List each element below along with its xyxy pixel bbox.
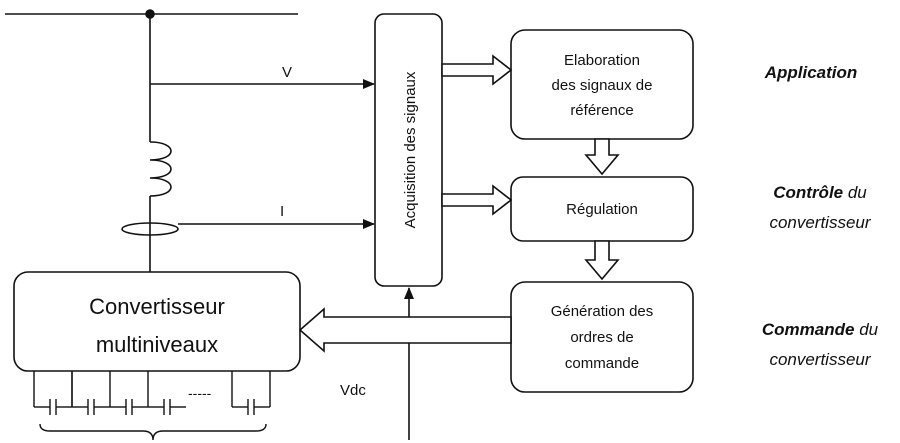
regulation-label: Régulation: [566, 201, 638, 218]
current-sensor: [121, 222, 179, 236]
acquisition-block: [374, 13, 443, 287]
control-line2: convertisseur: [769, 213, 871, 232]
control-rest: du: [843, 183, 867, 202]
acquisition-to-regulation-arrow: [441, 184, 513, 216]
command-emph: Commande: [761, 320, 855, 339]
voltage-label: V: [282, 64, 292, 81]
capacitor-brace: [39, 423, 267, 441]
command-label: Commande du convertisseur: [740, 315, 900, 375]
generation-label-line2: ordres de: [570, 329, 633, 346]
command-line2: convertisseur: [769, 350, 871, 369]
reference-label-line1: Elaboration: [564, 52, 640, 69]
dc-voltage-label: Vdc: [340, 382, 366, 399]
command-to-converter-arrow: [298, 307, 512, 353]
reference-to-regulation-arrow: [584, 138, 620, 176]
current-label: I: [280, 203, 284, 220]
acquisition-label: Acquisition des signaux: [402, 71, 419, 228]
command-rest: du: [854, 320, 879, 339]
generation-label-line3: commande: [565, 355, 639, 372]
regulation-to-generation-arrow: [584, 240, 620, 281]
acquisition-to-reference-arrow: [441, 54, 513, 86]
capacitor-bank: [33, 371, 271, 415]
capacitor-gap-dashes: -----: [188, 385, 212, 401]
converter-block: [13, 271, 301, 372]
inductor: [149, 141, 172, 197]
reference-label-line2: des signaux de: [552, 77, 653, 94]
reference-label-line3: référence: [570, 102, 633, 119]
generation-label-line1: Génération des: [551, 303, 654, 320]
converter-label-line1: Convertisseur: [89, 294, 225, 319]
application-label: Application: [736, 58, 886, 88]
converter-label-line2: multiniveaux: [96, 332, 218, 357]
application-text: Application: [764, 63, 858, 82]
control-label: Contrôle du convertisseur: [740, 178, 900, 238]
control-emph: Contrôle: [773, 183, 844, 202]
